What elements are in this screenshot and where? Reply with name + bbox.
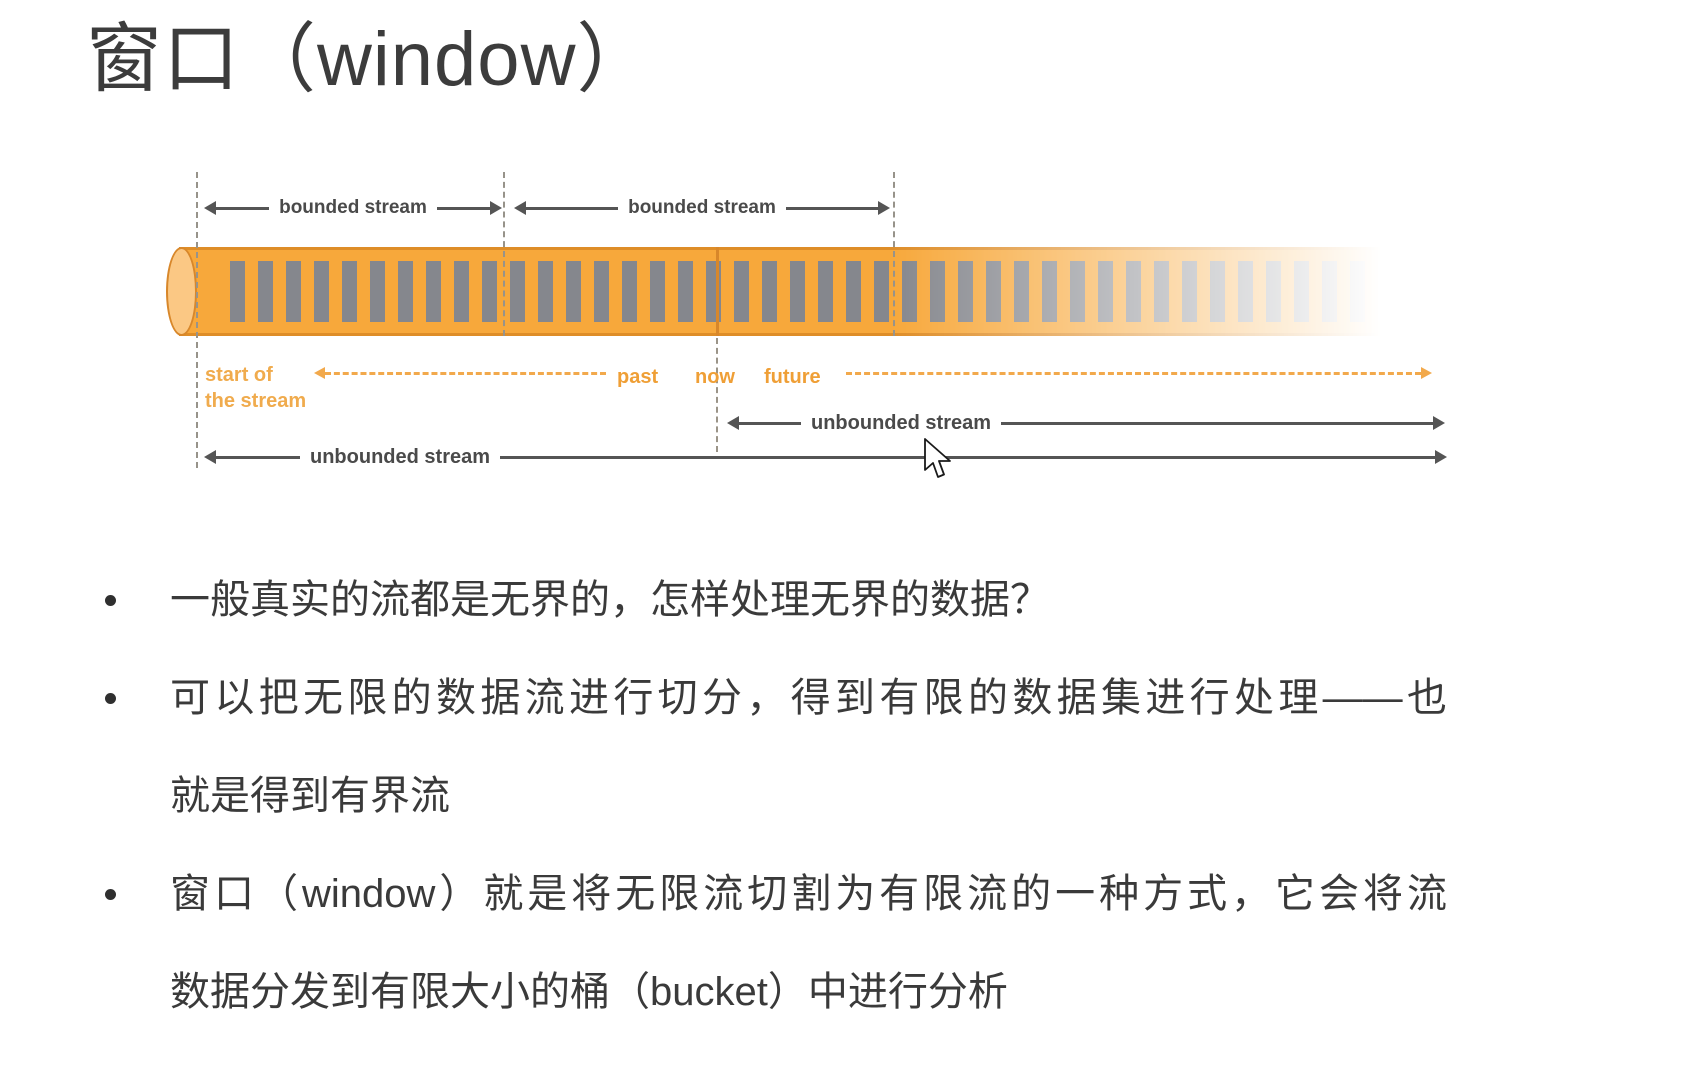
stream-tube (166, 247, 1406, 336)
unbounded-stream-label-bottom: unbounded stream (310, 445, 491, 468)
stream-event-bars (230, 261, 1402, 322)
dashed-guide-now (716, 338, 718, 452)
arrow-right-icon (1433, 416, 1445, 430)
mouse-cursor-icon (923, 438, 953, 485)
arrow-left-icon (727, 416, 739, 430)
bullet-dot-icon (105, 889, 116, 900)
past-dashed-arrow (314, 367, 606, 379)
bullet-text: 就是得到有界流 (170, 774, 450, 818)
future-dashed-arrow (846, 367, 1432, 379)
arrow-right-icon (490, 201, 502, 215)
unbounded-stream-arrow-bottom: unbounded stream (204, 445, 1447, 469)
now-label: now (695, 366, 735, 388)
bullet-text: 一般真实的流都是无界的，怎样处理无界的数据？ (170, 578, 1050, 622)
bounded-stream-arrow-1: bounded stream (204, 196, 502, 220)
unbounded-stream-label-right: unbounded stream (811, 411, 992, 434)
arrow-right-icon (878, 201, 890, 215)
page-title: 窗口（window） (86, 17, 654, 102)
stream-diagram: bounded stream bounded stream start of t… (0, 160, 1687, 490)
arrow-left-icon (314, 367, 325, 379)
arrow-right-icon (1421, 367, 1432, 379)
start-of-stream-label: start of the stream (205, 364, 307, 412)
dashed-guide-window-end (893, 172, 895, 336)
past-label: past (617, 366, 659, 388)
list-item: 可以把无限的数据流进行切分，得到有限的数据集进行处理——也 就是得到有界流 (102, 649, 1482, 845)
stream-tube-cap (166, 247, 197, 336)
list-item: 窗口（window）就是将无限流切割为有限流的一种方式，它会将流 数据分发到有限… (102, 845, 1482, 1041)
stream-tube-body (179, 247, 1406, 336)
arrow-left-icon (514, 201, 526, 215)
bullet-dot-icon (105, 693, 116, 704)
bounded-stream-label-1: bounded stream (279, 197, 427, 218)
arrow-left-icon (204, 450, 216, 464)
arrow-right-icon (1435, 450, 1447, 464)
dashed-guide-start (196, 172, 198, 468)
now-divider-line (716, 247, 719, 336)
bounded-stream-label-2: bounded stream (628, 197, 776, 218)
bullet-text: 窗口（window）就是将无限流切割为有限流的一种方式，它会将流 (170, 872, 1447, 916)
list-item: 一般真实的流都是无界的，怎样处理无界的数据？ (102, 551, 1482, 649)
bullet-text: 数据分发到有限大小的桶（bucket）中进行分析 (170, 970, 1008, 1014)
arrow-left-icon (204, 201, 216, 215)
bullet-list: 一般真实的流都是无界的，怎样处理无界的数据？ 可以把无限的数据流进行切分，得到有… (102, 551, 1482, 1041)
future-label: future (764, 366, 821, 388)
unbounded-stream-arrow-right: unbounded stream (727, 411, 1445, 435)
dashed-guide-window-split (503, 172, 505, 336)
bullet-text: 可以把无限的数据流进行切分，得到有限的数据集进行处理——也 (170, 676, 1447, 720)
bounded-stream-arrow-2: bounded stream (514, 196, 890, 220)
bullet-dot-icon (105, 595, 116, 606)
